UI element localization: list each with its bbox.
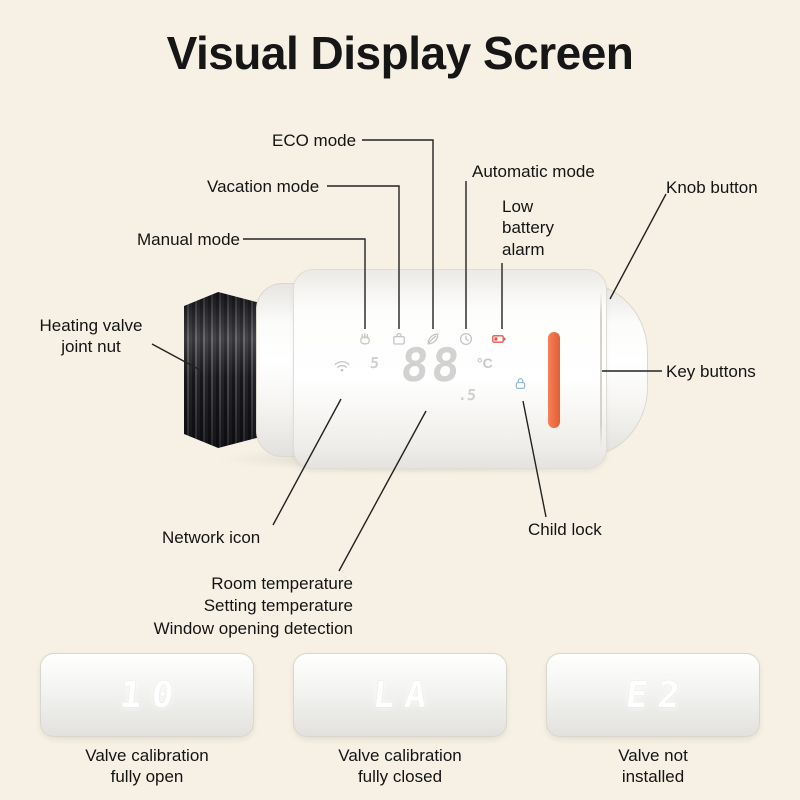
knob-seam [600, 291, 602, 449]
label-manual-mode: Manual mode [137, 230, 241, 249]
label-eco-mode: ECO mode [272, 131, 357, 150]
label-setting-temperature: Setting temperature [203, 596, 353, 616]
manual-mode-icon [357, 331, 373, 347]
caption-not-installed-line1: Valve not [618, 746, 688, 765]
label-room-temperature: Room temperature [211, 574, 353, 593]
automatic-mode-icon [458, 331, 474, 347]
caption-fully-closed-line1: Valve calibration [338, 746, 462, 765]
label-window-opening-detection: Window opening detection [153, 618, 353, 638]
temp-unit: °C [477, 355, 493, 371]
status-panel-fully-closed: LA [293, 653, 507, 737]
label-temperature-block: Room temperature Setting temperature Win… [100, 573, 353, 640]
setting-temp-digit: 5 [369, 354, 380, 372]
lcd-code-fully-open: 10 [118, 674, 186, 716]
status-panel-not-installed: E2 [546, 653, 760, 737]
caption-fully-open-line2: fully open [110, 767, 184, 787]
leader-knob-button [609, 193, 667, 300]
label-child-lock: Child lock [528, 520, 602, 539]
decimal-digits: .5 [457, 386, 477, 404]
label-automatic-mode: Automatic mode [472, 162, 595, 181]
vacation-mode-icon [391, 331, 407, 347]
caption-fully-open: Valve calibration fully open [40, 745, 254, 788]
label-key-buttons: Key buttons [666, 362, 756, 381]
label-vacation-mode: Vacation mode [207, 177, 320, 196]
low-battery-icon [491, 331, 507, 347]
label-heating-valve-joint-nut: Heating valve joint nut [39, 316, 143, 357]
caption-fully-closed: Valve calibration fully closed [293, 745, 507, 788]
label-knob-button: Knob button [666, 178, 758, 197]
caption-not-installed: Valve not installed [546, 745, 760, 788]
label-network-icon: Network icon [162, 528, 261, 547]
caption-fully-closed-line2: fully closed [357, 767, 443, 787]
room-temp-digits: 88 [398, 338, 465, 392]
lcd-code-fully-closed: LA [371, 674, 439, 716]
wifi-network-icon [333, 357, 351, 375]
eco-mode-icon [425, 331, 441, 347]
child-lock-icon [513, 376, 528, 391]
accent-stripe [548, 332, 560, 428]
page-title: Visual Display Screen [166, 27, 634, 79]
caption-not-installed-line2: installed [621, 767, 685, 787]
caption-fully-open-line1: Valve calibration [85, 746, 209, 765]
lcd-code-not-installed: E2 [624, 674, 692, 716]
heating-valve-joint-nut [184, 292, 260, 448]
status-panel-fully-open: 10 [40, 653, 254, 737]
label-low-battery-alarm: Low battery alarm [502, 197, 554, 259]
